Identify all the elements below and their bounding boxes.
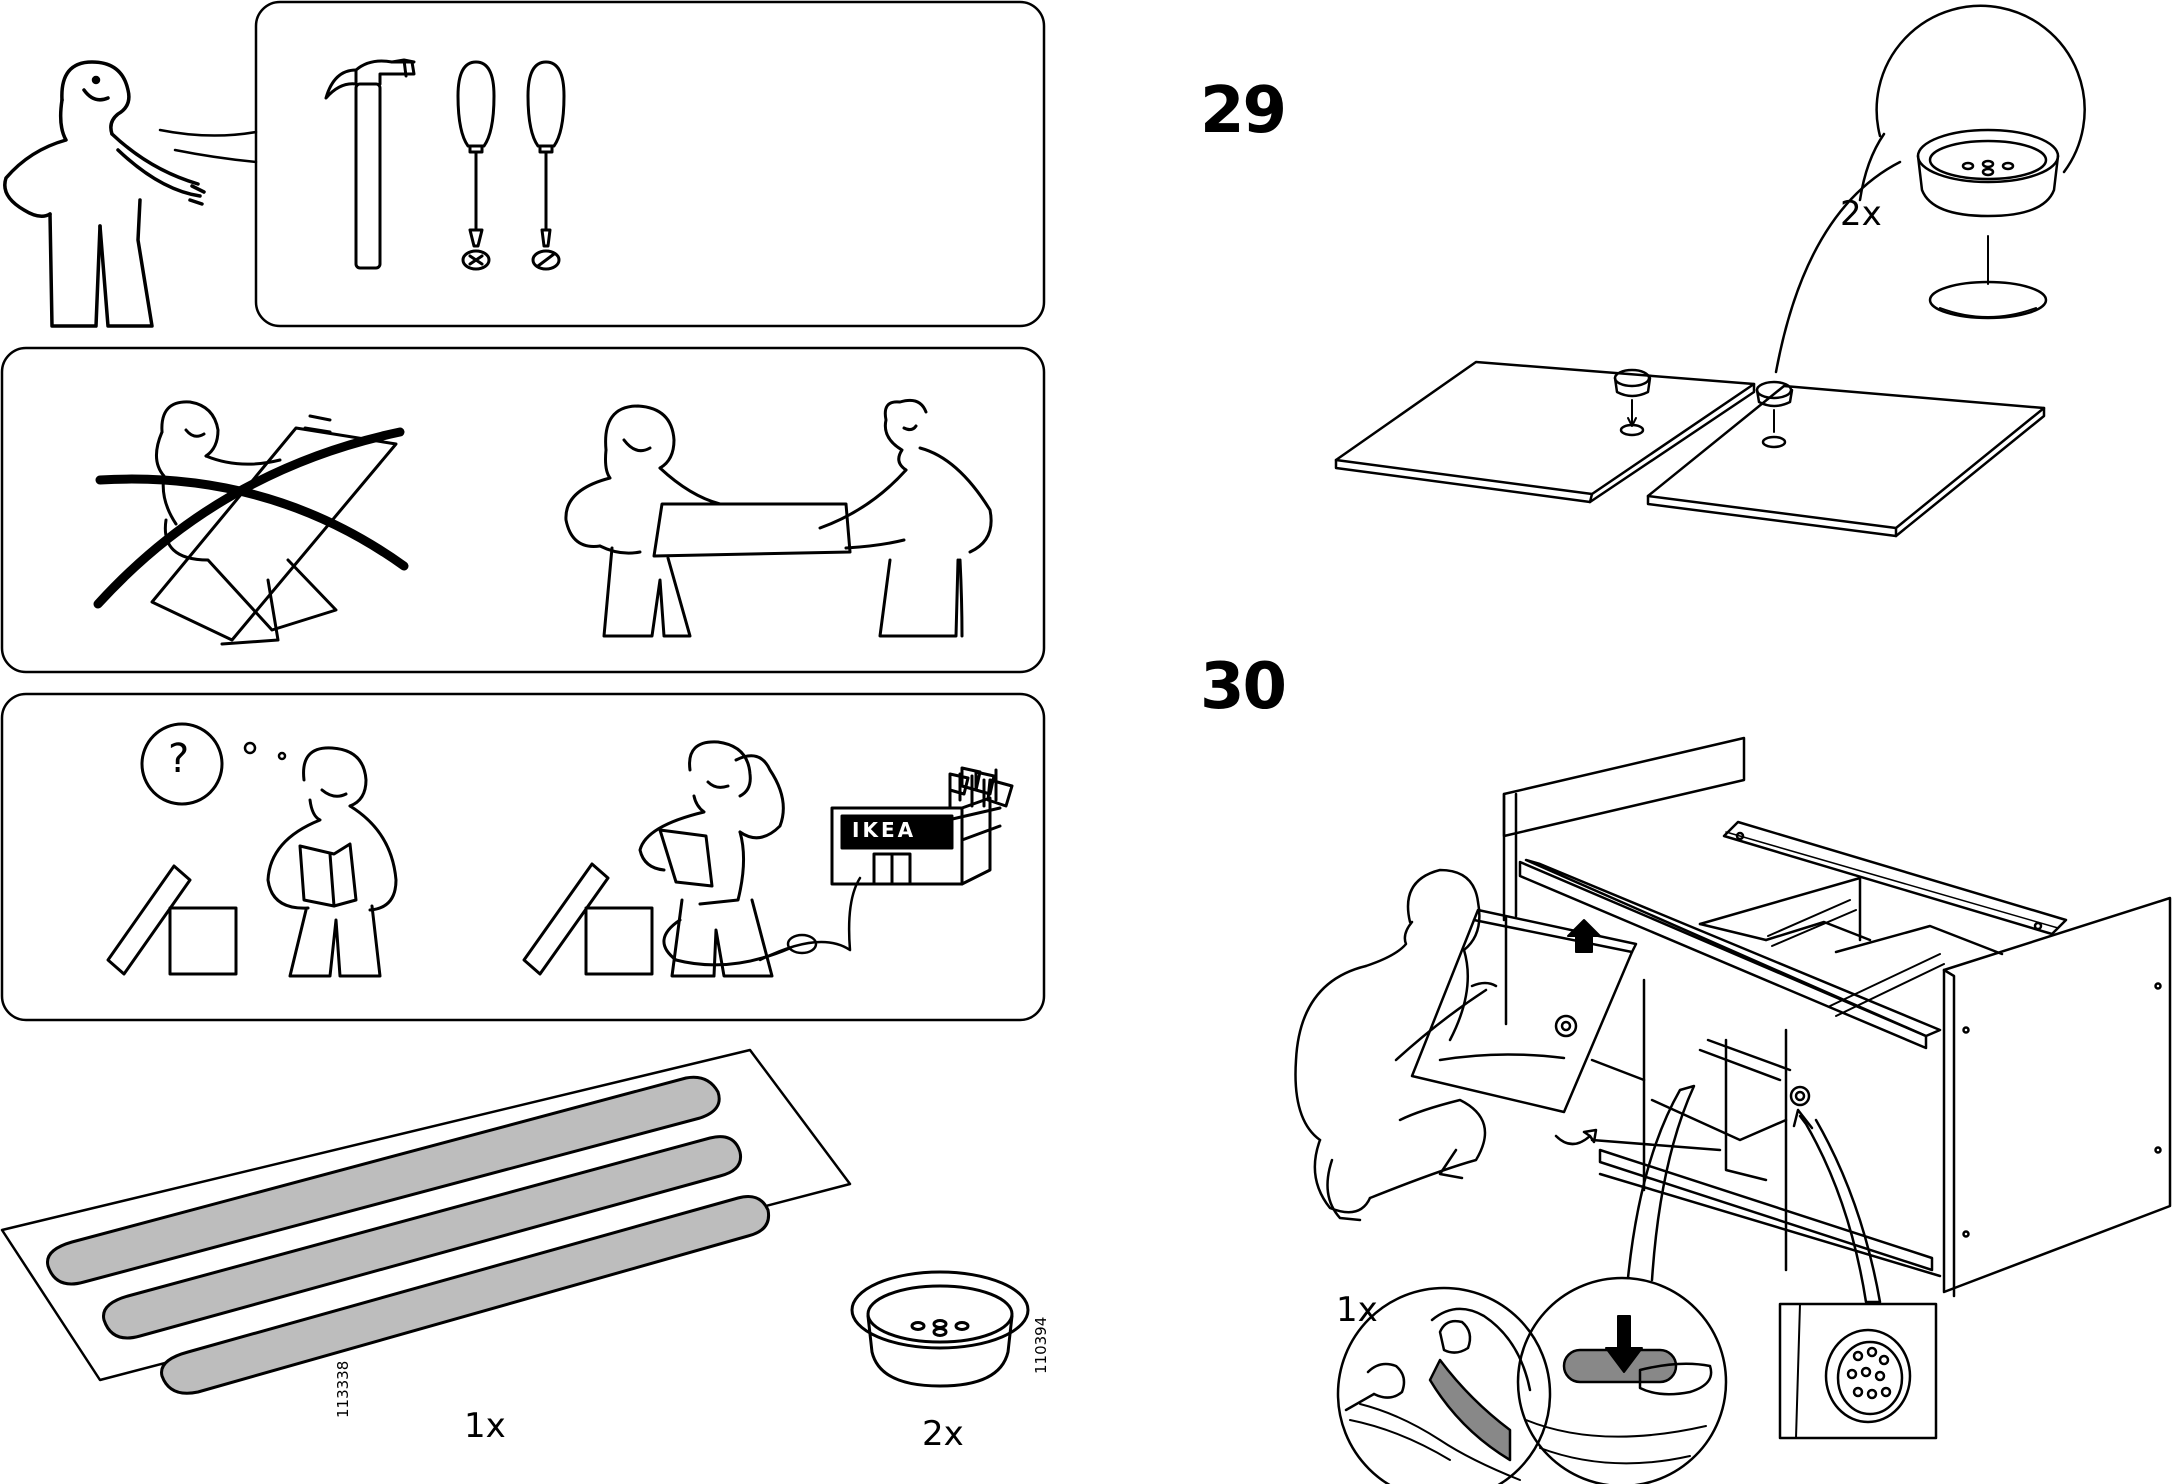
step-29-quantity: 2x: [1840, 194, 1882, 234]
tools-panel: [256, 2, 1044, 326]
phillips-screwdriver-icon: [458, 62, 494, 269]
carry-panel: [2, 348, 1044, 672]
step29-illustration: [1336, 6, 2085, 536]
person-on-phone-icon: [640, 742, 790, 976]
person-reading-icon: [268, 748, 396, 976]
step-30-number: 30: [1200, 650, 1285, 724]
grommet-quantity: 2x: [922, 1414, 964, 1454]
phone-cord: [760, 878, 860, 960]
open-box-right: [524, 864, 652, 974]
wrong-cross-icon: [98, 432, 404, 604]
step-29-number: 29: [1200, 74, 1285, 148]
question-mark: ?: [168, 736, 189, 782]
pad-sheet-quantity: 1x: [464, 1406, 506, 1446]
pad-sheet-part: [2, 1050, 850, 1393]
pad-sheet-part-number: 113338: [334, 1361, 352, 1418]
flat-screwdriver-icon: [528, 62, 564, 269]
two-people-carrying: [566, 400, 991, 636]
person-icon: [5, 62, 204, 326]
grommet-part-number: 110394: [1032, 1317, 1050, 1374]
zoom-line-2: [1800, 1116, 1880, 1302]
detail-grommet-box: [1780, 1304, 1936, 1438]
store-sign: IKEA: [852, 818, 916, 842]
step-30-quantity: 1x: [1336, 1290, 1378, 1330]
door-panel: [1412, 910, 1636, 1112]
hammer-icon: [326, 60, 414, 268]
kneeling-person: [1296, 870, 1565, 1220]
speech-tail: [160, 130, 256, 136]
help-panel: [2, 694, 1044, 1020]
open-box-left: [108, 866, 236, 974]
grommet-icon: [852, 1272, 1028, 1386]
